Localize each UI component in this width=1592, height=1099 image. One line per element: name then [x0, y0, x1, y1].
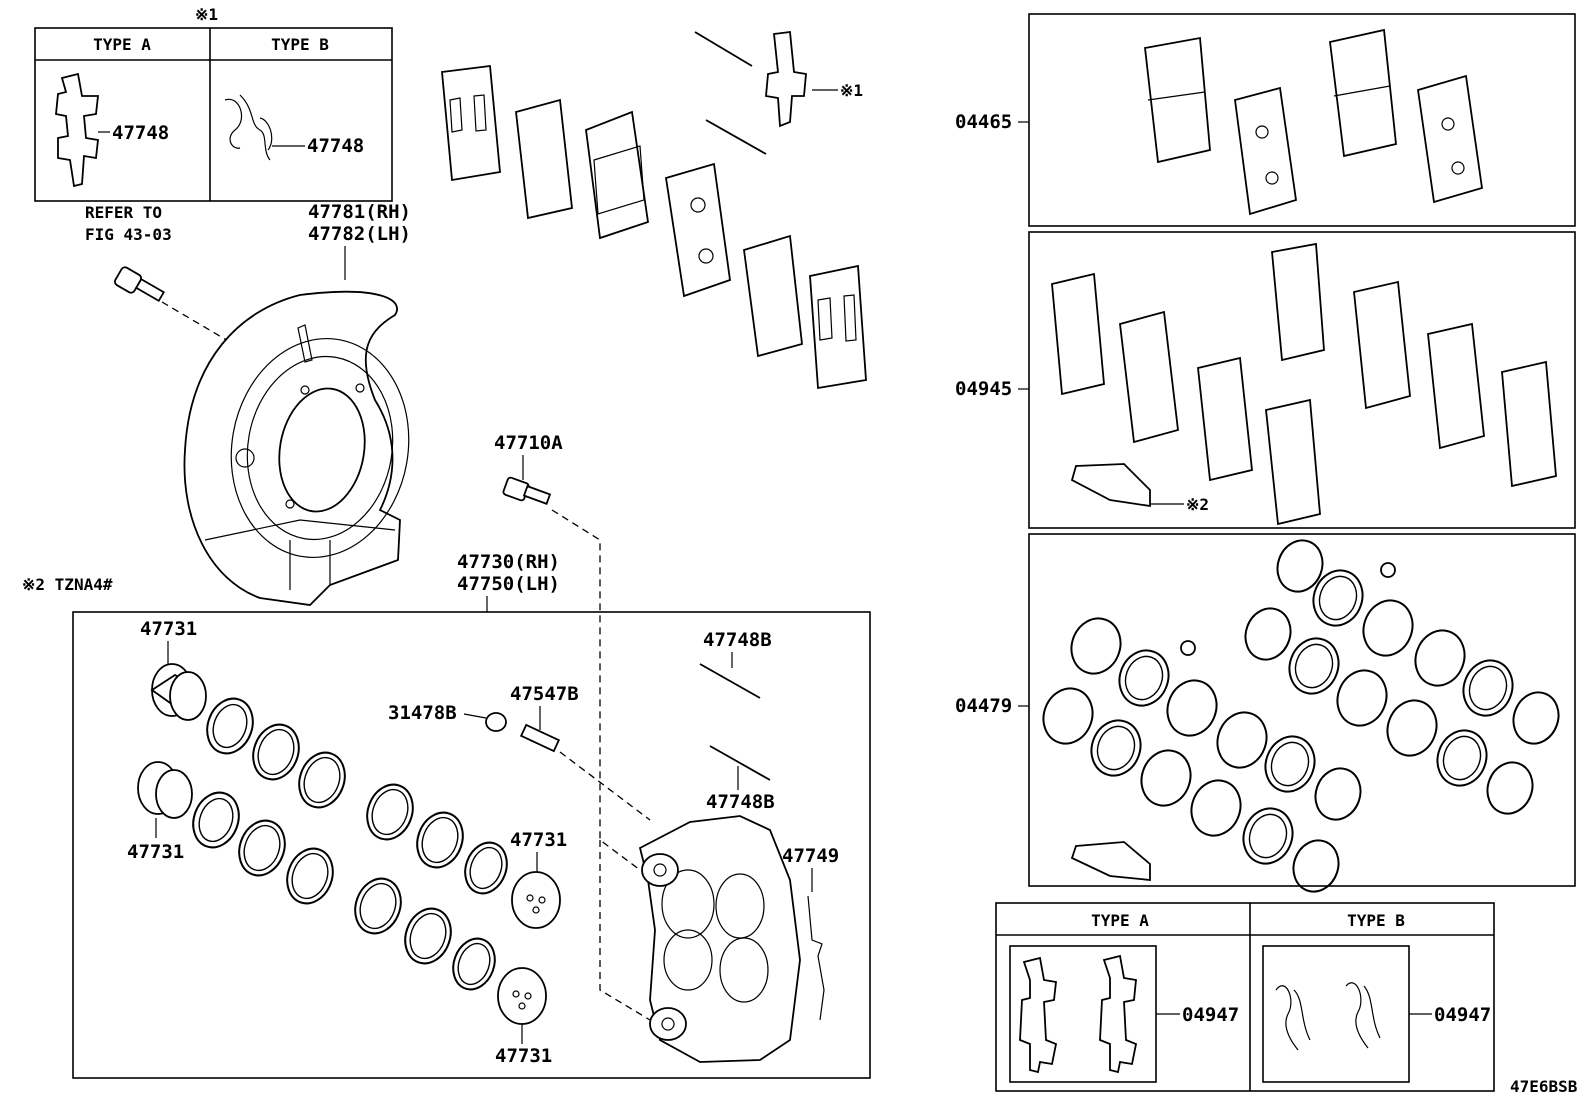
kit-04479-box	[1028, 533, 1576, 887]
refer-to-line1: REFER TO	[85, 203, 162, 222]
bleeder-bolt-drawing	[502, 476, 552, 505]
tzna4-note: ※2 TZNA4#	[22, 575, 113, 594]
bleeder-plug-drawing	[519, 723, 561, 753]
kit-04465-pads	[1144, 28, 1484, 216]
kit-04479-label: 04479	[955, 695, 1012, 717]
kit-04465-box	[1028, 13, 1576, 227]
clip-type-b-drawing	[224, 94, 273, 161]
caliper-seal-rings	[192, 697, 508, 991]
caliper-assembly-box	[72, 611, 871, 1079]
dust-cover-rh: 47781(RH)	[308, 201, 411, 223]
fitting-type-a-header: TYPE A	[1091, 911, 1149, 930]
kit-04465-label: 04465	[955, 111, 1012, 133]
refer-to-line2: FIG 43-03	[85, 225, 172, 244]
part-47731-mid-left: 47731	[127, 841, 184, 863]
part-47731-bottom-right: 47731	[495, 1045, 552, 1067]
caliper-rh: 47730(RH)	[457, 551, 560, 573]
dust-cover-drawing	[183, 290, 410, 606]
part-47710a: 47710A	[494, 432, 563, 454]
piston-small-mid	[511, 871, 561, 929]
diagram-id: 47E6BSB	[1510, 1077, 1578, 1096]
pin-upper-drawing	[699, 663, 761, 699]
clip-type-b-header: TYPE B	[271, 35, 329, 54]
kit-04947-type-b: 04947	[1434, 1004, 1491, 1026]
part-47731-top-left: 47731	[140, 618, 197, 640]
caliper-body-drawing	[638, 815, 801, 1063]
part-31478b: 31478B	[388, 702, 457, 724]
mounting-bolt-drawing	[114, 266, 165, 303]
kit-04945-box	[1028, 231, 1576, 529]
loose-pads-and-shims	[441, 64, 867, 390]
note-mark-2-kit: ※2	[1186, 495, 1209, 514]
spring-drawing	[807, 895, 825, 1021]
fitting-type-b-header: TYPE B	[1347, 911, 1405, 930]
top-pins-and-clip	[694, 30, 807, 155]
pin-lower-drawing	[709, 745, 771, 781]
clip-type-table: ※1 TYPE A TYPE B 47748 47748	[34, 5, 393, 202]
kit-04947-type-a: 04947	[1182, 1004, 1239, 1026]
piston-cup-mid	[137, 761, 193, 819]
clip-type-a-drawing	[55, 72, 100, 188]
part-47731-mid-right: 47731	[510, 829, 567, 851]
kit-04945-label: 04945	[955, 378, 1012, 400]
kit-04479-rings	[1042, 539, 1560, 893]
part-47748-type-a: 47748	[112, 122, 169, 144]
part-47749: 47749	[782, 845, 839, 867]
kit-04945-shims	[1051, 242, 1557, 526]
note-mark-1-clip: ※1	[840, 81, 863, 100]
clip-type-a-header: TYPE A	[93, 35, 151, 54]
part-47748b-lower: 47748B	[706, 791, 775, 813]
part-47547b: 47547B	[510, 683, 579, 705]
caliper-lh: 47750(LH)	[457, 573, 560, 595]
piston-cup-top	[150, 663, 207, 721]
dust-cover-lh: 47782(LH)	[308, 223, 411, 245]
plug-drawing	[485, 712, 507, 732]
note-mark-1-top: ※1	[195, 5, 218, 24]
piston-small-bottom	[497, 967, 547, 1025]
fitting-kit-table: TYPE A TYPE B 04947 04947	[995, 902, 1495, 1092]
part-47748-type-b: 47748	[307, 135, 364, 157]
part-47748b-upper: 47748B	[703, 629, 772, 651]
